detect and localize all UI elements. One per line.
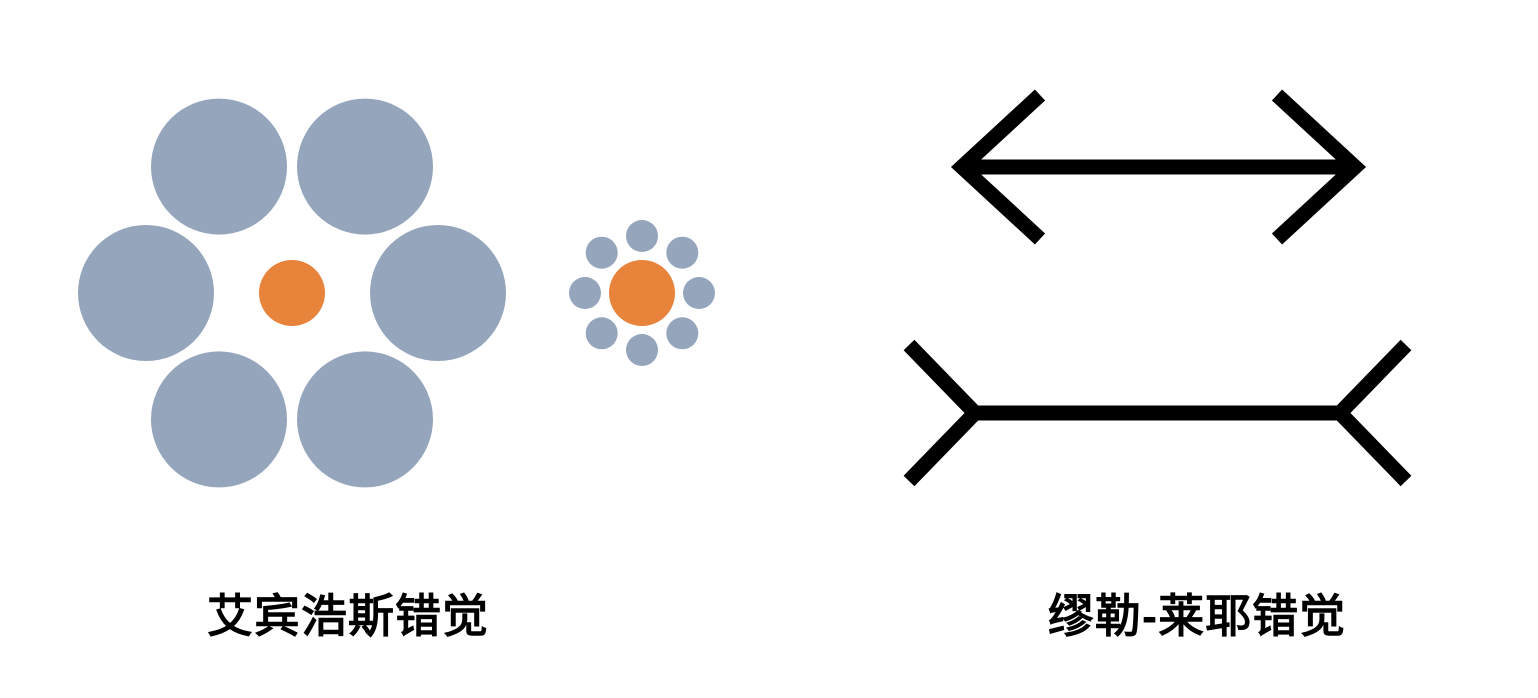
context-circle [151,98,287,235]
ebbinghaus-large-circle-group [78,98,506,488]
context-circle [151,351,287,488]
context-circle [666,317,699,350]
muller-lyer-arrow-outward-line [950,89,1367,245]
context-circle [78,225,214,361]
muller-lyer-label: 缪勒-莱耶错觉 [1047,590,1347,642]
target-circle [609,260,675,326]
context-circle [585,317,618,350]
fin-pair [903,339,986,487]
context-circle [297,351,433,488]
context-circle [370,225,506,361]
context-circle [626,334,658,366]
muller-lyer-fins-outward-line [903,339,1412,487]
fin-pair [950,89,1046,245]
ebbinghaus-small-circle-group [569,220,715,366]
context-circle [626,220,658,252]
context-circle [585,236,618,269]
context-circle [297,98,433,235]
context-circle [569,277,601,309]
ebbinghaus-label: 艾宾浩斯错觉 [207,590,489,642]
target-circle [259,260,325,326]
context-circle [683,277,715,309]
context-circle [666,236,699,269]
fin-pair [1329,339,1412,487]
fin-pair [1271,89,1367,245]
